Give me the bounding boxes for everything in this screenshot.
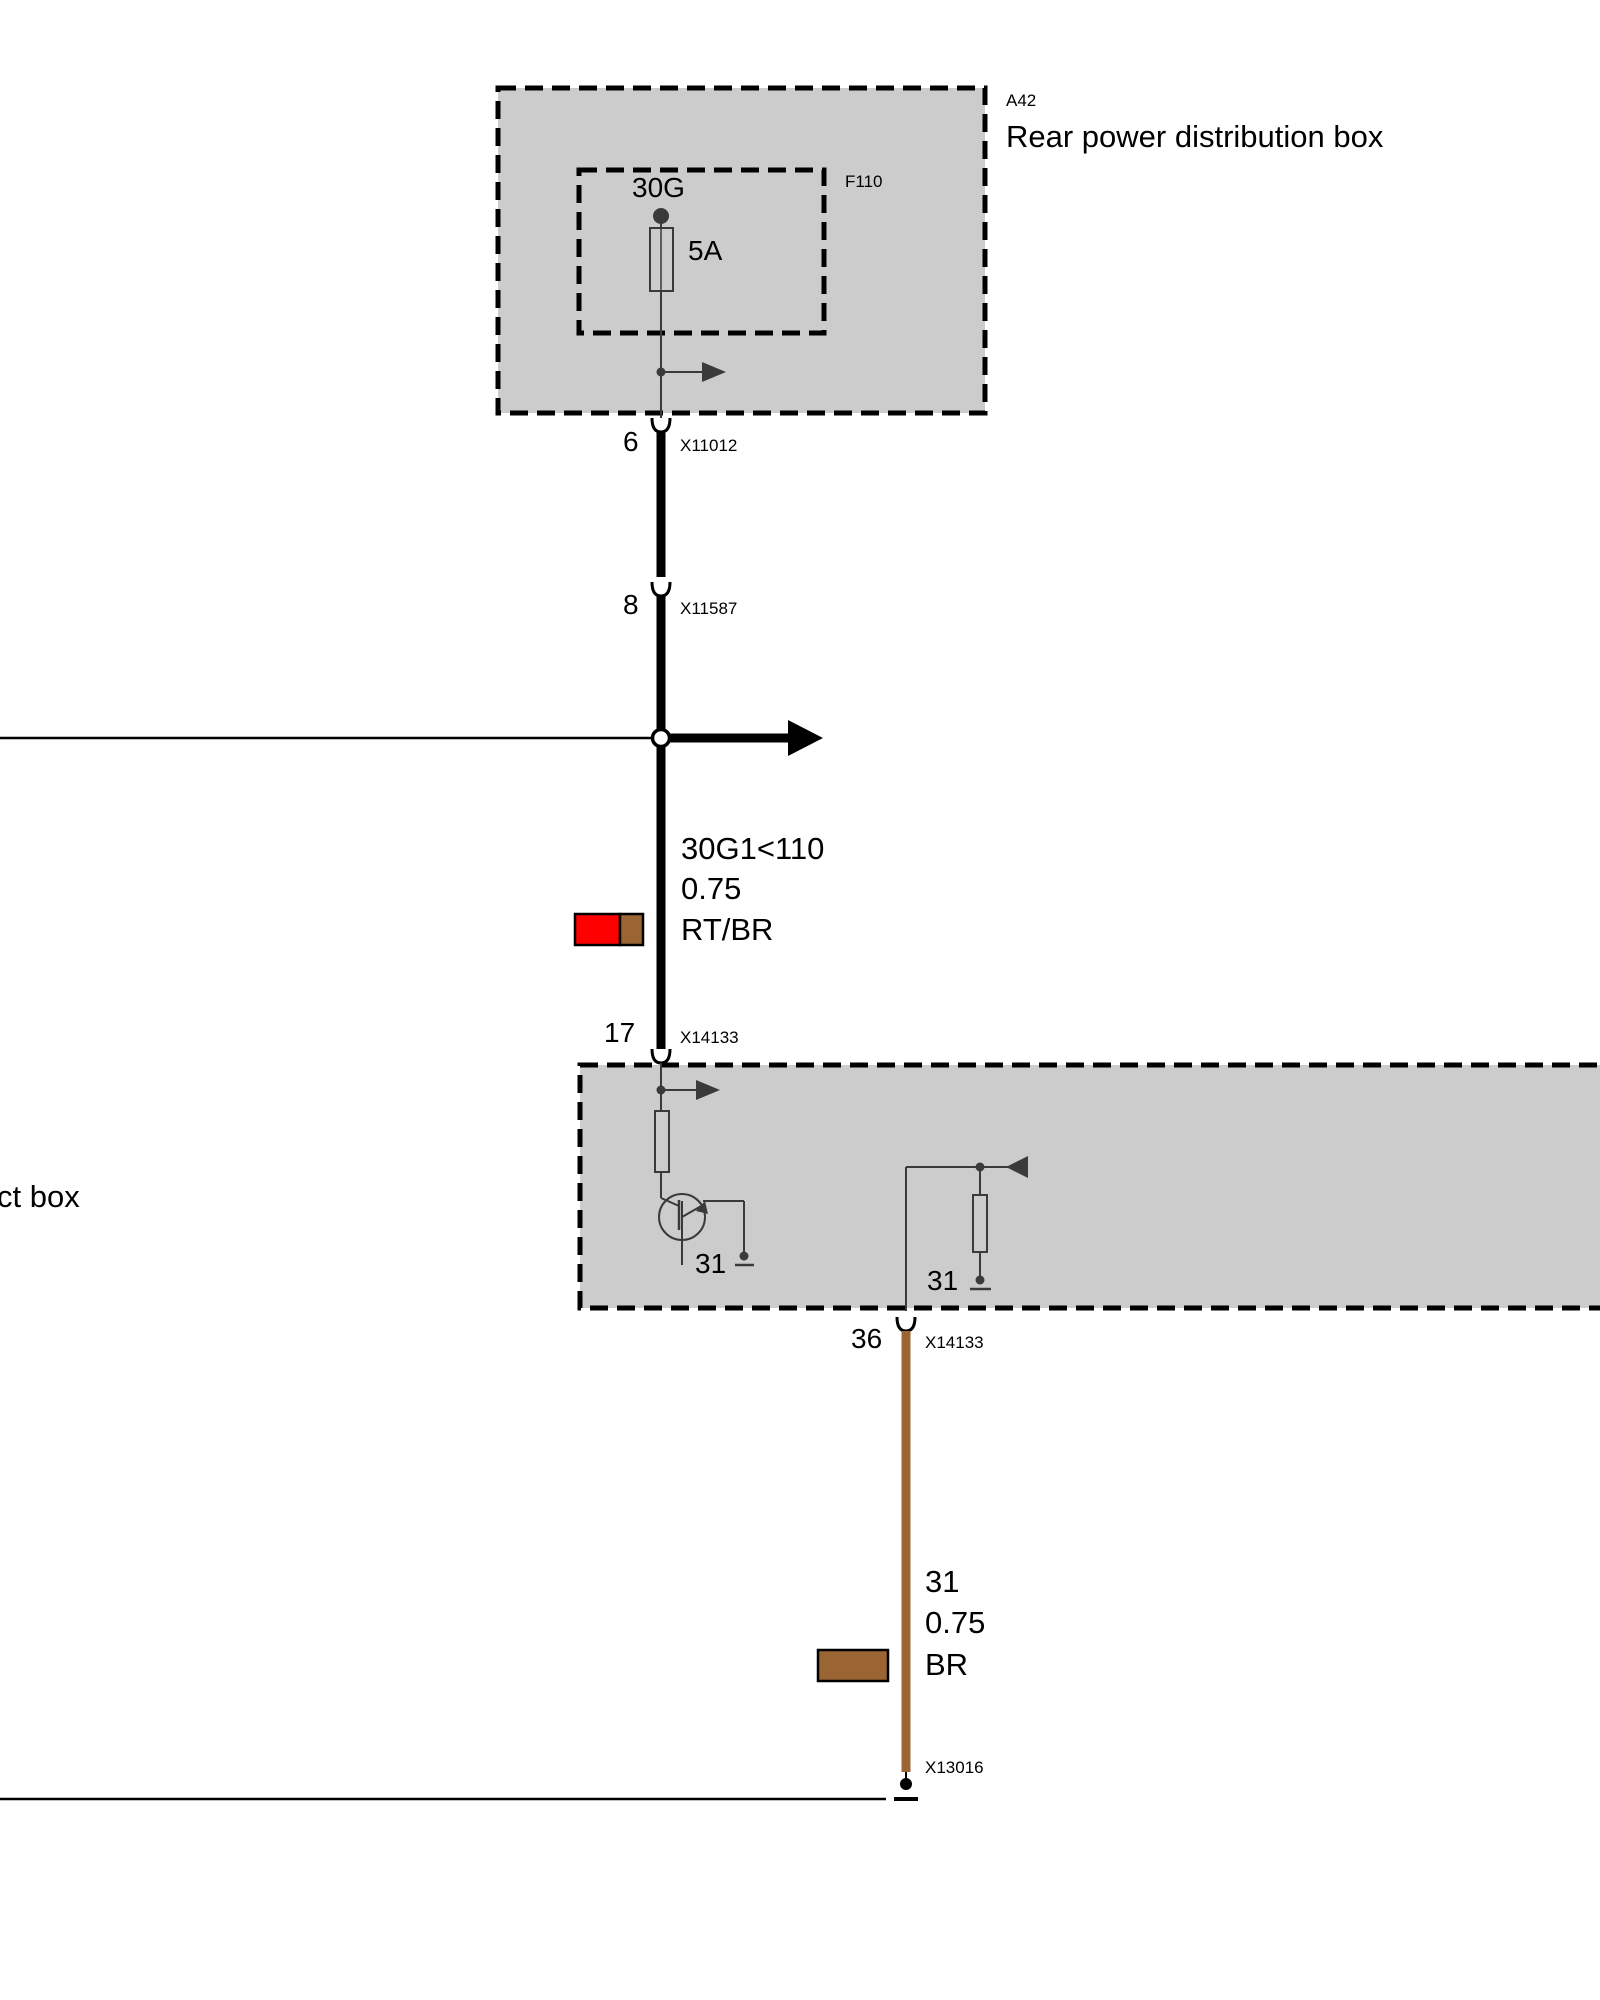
ground-icon <box>735 1201 754 1267</box>
connector-x11012: 6 X11012 <box>623 417 737 457</box>
color-swatch-brown <box>816 1648 890 1683</box>
junction-box-name-label: ct box <box>0 1179 80 1214</box>
connector-id-label: X14133 <box>925 1333 984 1352</box>
wire-gauge-label: 0.75 <box>681 871 741 906</box>
wire-31-labels: 31 0.75 BR <box>816 1564 985 1683</box>
ground-icon <box>970 1252 991 1291</box>
connector-pin-label: 17 <box>604 1017 635 1048</box>
ground-point-dot-icon <box>900 1778 912 1790</box>
color-swatch-brown <box>618 912 645 947</box>
ground-terminal-label: 31 <box>695 1248 726 1279</box>
branch-arrow-icon <box>702 362 726 382</box>
fuse-id-label: F110 <box>845 172 883 191</box>
connector-pin-label: 8 <box>623 589 639 620</box>
connector-x14133-pin36: 36 X14133 <box>851 1316 984 1354</box>
connector-x11587: 8 X11587 <box>623 581 737 620</box>
a42-internal-branch <box>656 291 726 418</box>
box-id-label: A42 <box>1006 91 1036 110</box>
branch-arrow-icon <box>696 1080 720 1100</box>
splice-circle-icon <box>650 727 672 749</box>
color-swatch-red <box>573 912 622 947</box>
ground-point-id-label: X13016 <box>925 1758 984 1777</box>
connector-pin-label: 6 <box>623 426 639 457</box>
wire-color-label: RT/BR <box>681 912 773 947</box>
fuse-terminal-label: 30G <box>632 172 685 203</box>
fuse-f110: F110 30G 5A <box>576 167 883 336</box>
connector-id-label: X11587 <box>680 599 737 618</box>
splice-point <box>0 720 823 756</box>
fuse-rating-label: 5A <box>688 235 723 266</box>
input-arrow-icon <box>1006 1156 1028 1178</box>
transistor-icon <box>658 1193 744 1265</box>
box-name-label: Rear power distribution box <box>1006 119 1384 154</box>
connector-pin-label: 36 <box>851 1323 882 1354</box>
connector-id-label: X14133 <box>680 1028 739 1047</box>
wire-30g1-labels: 30G1<110 0.75 RT/BR <box>573 831 824 947</box>
junction-box: ct box 31 <box>0 1062 1600 1311</box>
wire-signal-label: 30G1<110 <box>681 831 824 866</box>
ground-terminal-label: 31 <box>927 1265 958 1296</box>
wire-signal-label: 31 <box>925 1564 959 1599</box>
connector-id-label: X11012 <box>680 436 737 455</box>
continuation-arrow-icon <box>788 720 823 756</box>
wire-color-label: BR <box>925 1647 968 1682</box>
connector-x14133-pin17: 17 X14133 <box>604 1017 739 1065</box>
wire-gauge-label: 0.75 <box>925 1605 985 1640</box>
ground-point-x13016: X13016 <box>0 1758 984 1801</box>
